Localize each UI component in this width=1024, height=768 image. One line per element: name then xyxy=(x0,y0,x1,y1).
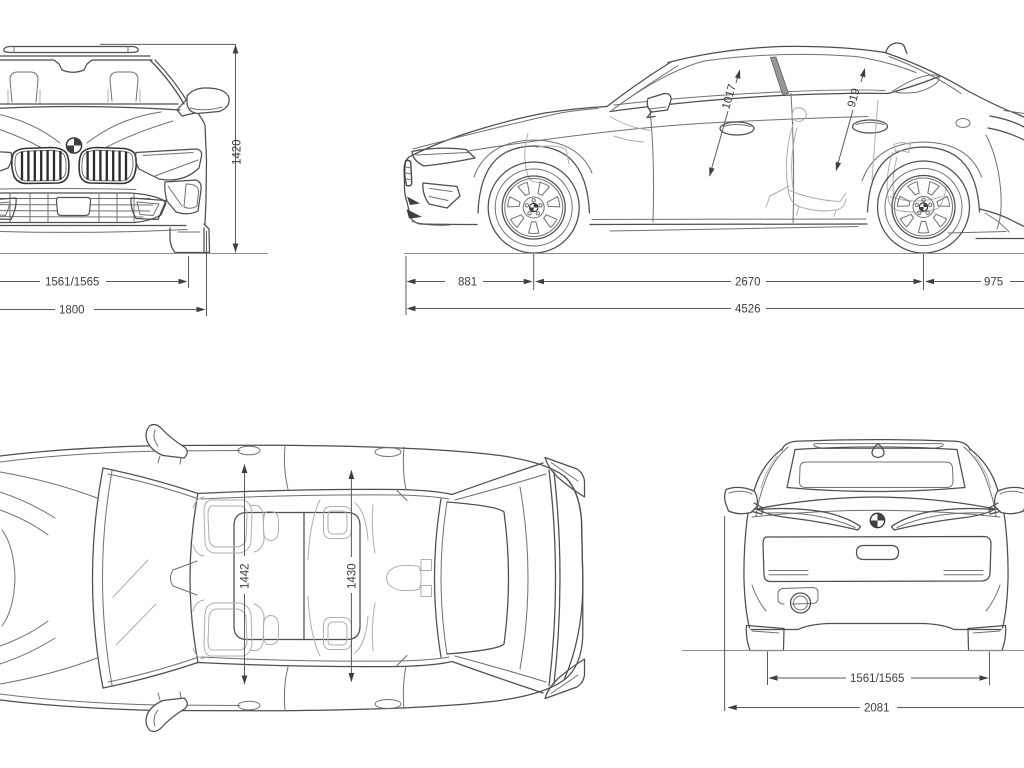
svg-text:881: 881 xyxy=(458,277,477,289)
svg-text:4526: 4526 xyxy=(735,304,761,316)
svg-text:919: 919 xyxy=(846,87,863,109)
svg-text:2081: 2081 xyxy=(864,703,890,715)
svg-text:1561/1565: 1561/1565 xyxy=(45,277,99,289)
svg-text:1800: 1800 xyxy=(59,305,85,317)
svg-text:1561/1565: 1561/1565 xyxy=(850,673,904,685)
svg-text:2670: 2670 xyxy=(735,277,761,289)
svg-text:1442: 1442 xyxy=(240,563,252,589)
svg-text:1430: 1430 xyxy=(346,563,358,589)
svg-text:975: 975 xyxy=(984,277,1003,289)
svg-text:1420: 1420 xyxy=(232,139,244,165)
